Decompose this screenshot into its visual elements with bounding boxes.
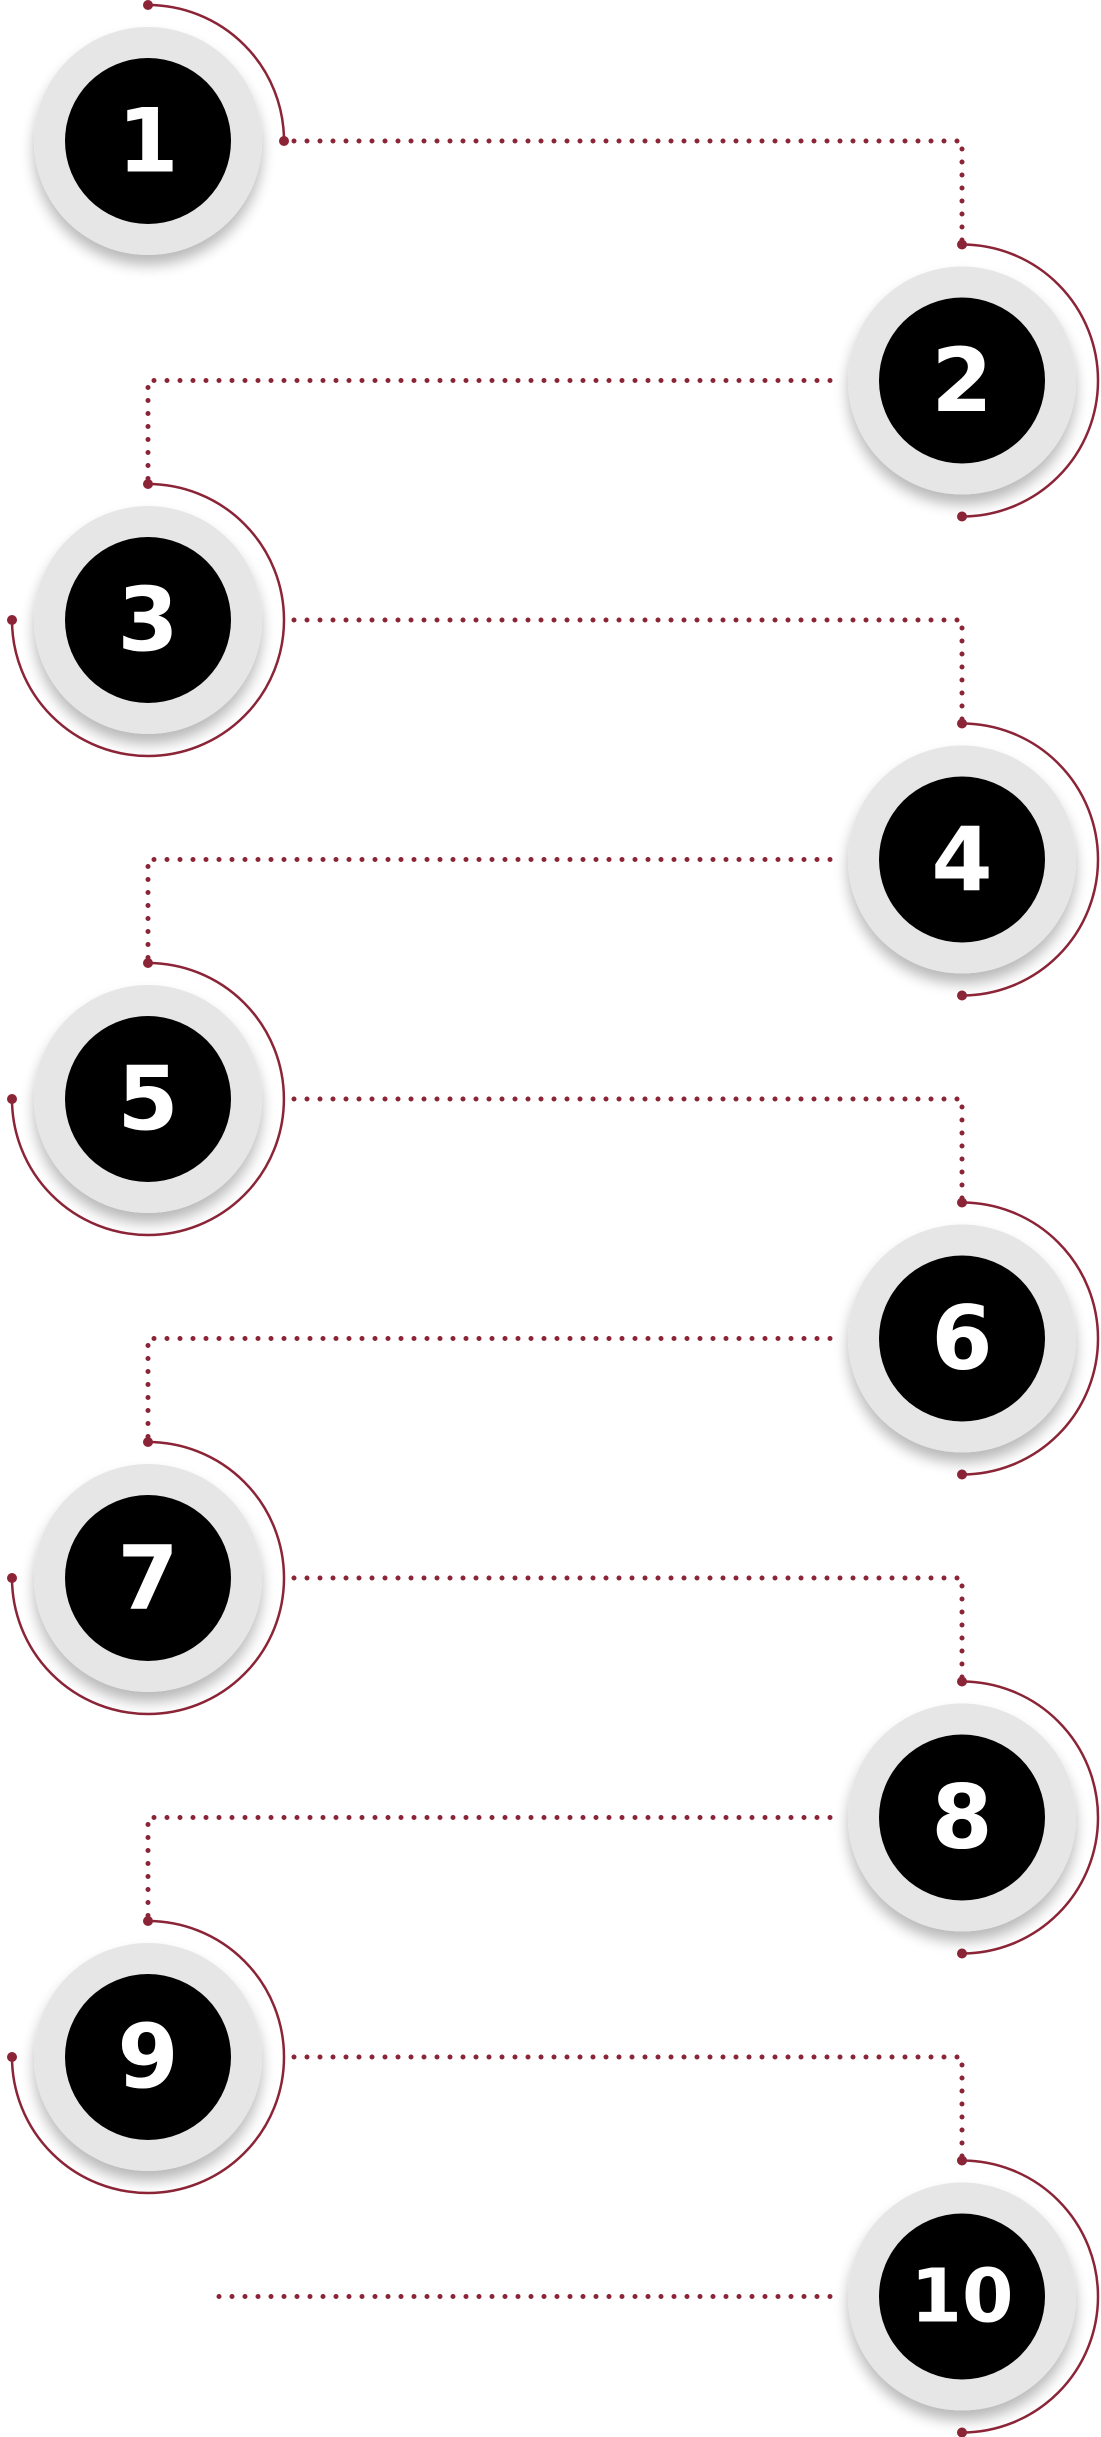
step-node-10: 10 xyxy=(848,2182,1076,2411)
arc-end-dot xyxy=(143,958,153,968)
step-node-8: 8 xyxy=(848,1703,1076,1932)
accent-arc xyxy=(960,1680,1100,1955)
step-number: 8 xyxy=(931,1766,992,1869)
arc-end-dot xyxy=(957,1469,967,1480)
dotted-connector xyxy=(291,1096,965,1205)
accent-arc xyxy=(960,243,1100,518)
step-node-3: 3 xyxy=(34,506,262,734)
arc-end-dot xyxy=(957,2427,967,2437)
accent-arc xyxy=(10,1440,286,1716)
step-disc xyxy=(65,537,231,703)
step-number: 1 xyxy=(117,90,178,193)
accent-arc xyxy=(10,1919,286,2195)
accent-arc xyxy=(146,3,286,143)
arc-end-dot xyxy=(279,136,289,146)
step-number: 9 xyxy=(117,2006,178,2109)
step-disc xyxy=(879,1255,1045,1422)
step-number: 6 xyxy=(931,1287,992,1390)
accent-arc xyxy=(960,1201,1100,1476)
accent-arc-layer xyxy=(7,0,1100,2437)
step-number: 5 xyxy=(117,1048,178,1151)
step-node-layer: 1 2 3 4 5 6 7 8 9 10 xyxy=(34,27,1076,2411)
accent-arc xyxy=(960,2159,1100,2434)
step-disc xyxy=(879,297,1045,464)
dotted-connector xyxy=(145,378,833,487)
arc-end-dot xyxy=(957,1676,967,1687)
step-disc xyxy=(65,1016,231,1182)
step-disc xyxy=(65,1495,231,1661)
arc-end-dot xyxy=(7,1573,17,1583)
step-disc xyxy=(879,776,1045,943)
dotted-connector xyxy=(291,1575,965,1684)
step-number: 10 xyxy=(911,2254,1014,2340)
step-node-6: 6 xyxy=(848,1224,1076,1453)
arc-end-dot xyxy=(7,615,17,625)
arc-end-dot xyxy=(143,1916,153,1926)
arc-end-dot xyxy=(957,1948,967,1959)
step-number: 3 xyxy=(117,569,178,672)
dotted-connector xyxy=(145,857,833,966)
step-node-7: 7 xyxy=(34,1464,262,1692)
arc-end-dot xyxy=(7,2052,17,2062)
arc-end-dot xyxy=(143,479,153,489)
arc-end-dot xyxy=(957,718,967,729)
dotted-connector xyxy=(291,2054,965,2163)
arc-end-dot xyxy=(7,1094,17,1104)
step-number: 4 xyxy=(931,808,992,911)
accent-arc xyxy=(10,961,286,1237)
step-node-9: 9 xyxy=(34,1943,262,2171)
step-node-1: 1 xyxy=(34,27,262,255)
step-number: 7 xyxy=(117,1527,178,1630)
arc-end-dot xyxy=(143,0,153,10)
connector-layer xyxy=(145,138,965,2299)
arc-end-dot xyxy=(957,239,967,250)
step-node-2: 2 xyxy=(848,266,1076,495)
arc-end-dot xyxy=(957,1197,967,1208)
dotted-connector xyxy=(291,138,965,247)
step-disc xyxy=(879,1734,1045,1901)
dotted-connector xyxy=(145,1336,833,1445)
accent-arc xyxy=(960,722,1100,997)
step-disc xyxy=(65,58,231,224)
dotted-connector xyxy=(291,617,965,726)
accent-arc xyxy=(10,482,286,758)
step-number: 2 xyxy=(931,329,992,432)
step-disc xyxy=(65,1974,231,2140)
step-node-5: 5 xyxy=(34,985,262,1213)
arc-end-dot xyxy=(143,1437,153,1447)
dotted-connector xyxy=(145,1815,833,1924)
step-disc xyxy=(879,2213,1045,2380)
arc-end-dot xyxy=(957,511,967,522)
step-node-4: 4 xyxy=(848,745,1076,974)
arc-end-dot xyxy=(957,2155,967,2166)
arc-end-dot xyxy=(957,990,967,1001)
